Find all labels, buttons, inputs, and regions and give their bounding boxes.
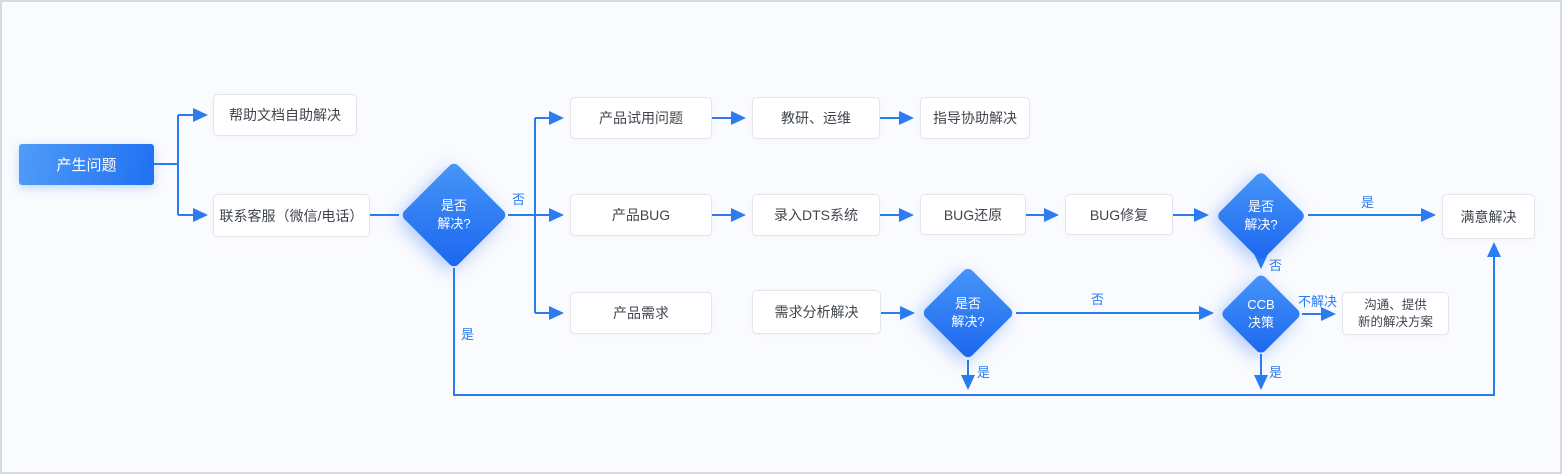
decision-label: 是否 解决? xyxy=(1244,198,1277,234)
edge-label-d3-yes: 是 xyxy=(977,365,991,380)
edge-label-d2-yes: 是 xyxy=(1361,195,1375,210)
decision-label: CCB 决策 xyxy=(1247,296,1274,332)
decision-label-line1: 是否 xyxy=(440,197,467,213)
edge-label-d3-no: 否 xyxy=(1091,292,1105,307)
decision-label-line2: 解决? xyxy=(1244,217,1278,232)
node-text-line1: 沟通、提供 xyxy=(1364,297,1427,312)
decision-label-line1: CCB xyxy=(1247,296,1275,312)
node-research-ops: 教研、运维 xyxy=(752,97,880,139)
node-dts-entry: 录入DTS系统 xyxy=(752,194,880,236)
decision-label-line1: 是否 xyxy=(1247,198,1274,214)
node-help-doc: 帮助文档自助解决 xyxy=(213,94,357,136)
node-contact-support: 联系客服（微信/电话） xyxy=(213,194,370,237)
edge-label-ccb-no: 不解决 xyxy=(1298,294,1338,309)
decision-label: 是否 解决? xyxy=(437,197,470,233)
node-satisfied: 满意解决 xyxy=(1442,194,1535,239)
decision-solved-2: 是否 解决? xyxy=(1215,170,1307,262)
decision-solved-3: 是否 解决? xyxy=(921,266,1015,360)
node-product-bug: 产品BUG xyxy=(570,194,712,236)
node-trial-issue: 产品试用问题 xyxy=(570,97,712,139)
edge-label-d1-yes: 是 xyxy=(461,327,475,342)
node-communicate-new-solution: 沟通、提供 新的解决方案 xyxy=(1342,292,1449,335)
decision-label-line1: 是否 xyxy=(954,295,981,311)
decision-label-line2: 决策 xyxy=(1247,315,1274,330)
edge-label-d1-no: 否 xyxy=(512,192,526,207)
node-requirement-analysis: 需求分析解决 xyxy=(752,290,881,334)
edge-label-d2-no: 否 xyxy=(1269,258,1283,273)
decision-label-line2: 解决? xyxy=(951,314,985,329)
edge-label-ccb-yes: 是 xyxy=(1269,365,1283,380)
node-text-line2: 新的解决方案 xyxy=(1357,314,1433,329)
decision-label: 是否 解决? xyxy=(951,295,984,331)
node-product-requirement: 产品需求 xyxy=(570,292,712,334)
node-start: 产生问题 xyxy=(19,144,154,185)
decision-ccb: CCB 决策 xyxy=(1219,272,1303,356)
node-bug-restore: BUG还原 xyxy=(920,194,1026,235)
decision-solved-1: 是否 解决? xyxy=(400,161,508,269)
decision-label-line2: 解决? xyxy=(437,216,471,231)
node-guide-assist: 指导协助解决 xyxy=(920,97,1030,139)
node-bug-fix: BUG修复 xyxy=(1065,194,1173,235)
